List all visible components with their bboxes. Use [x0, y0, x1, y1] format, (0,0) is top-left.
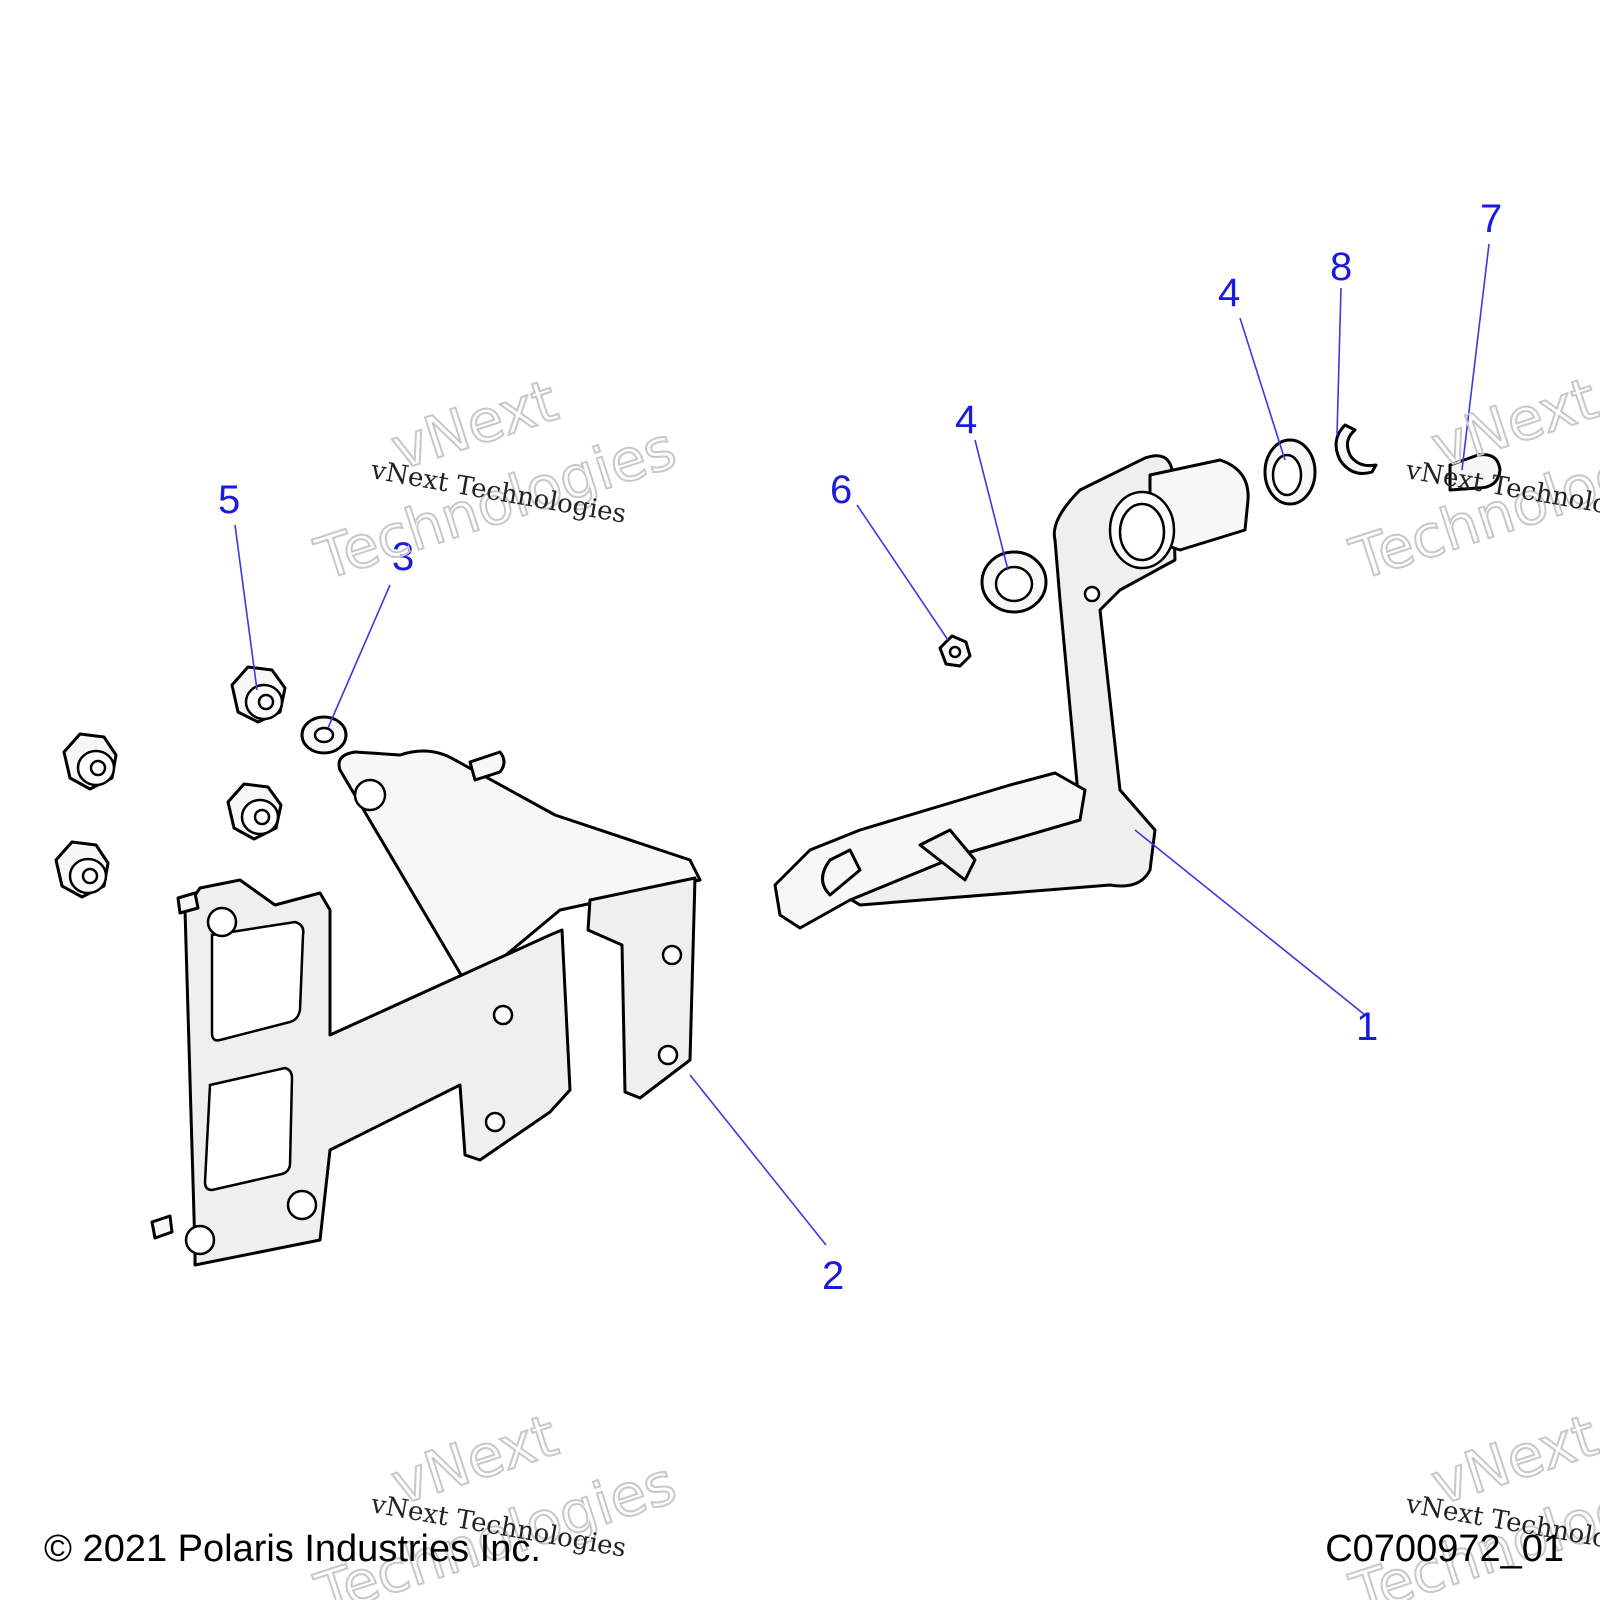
flange-nut	[62, 732, 118, 791]
callout-4-right: 4	[1218, 271, 1240, 315]
lock-washer	[300, 715, 348, 755]
flange-nut	[230, 665, 287, 724]
callout-1: 1	[1356, 1005, 1378, 1049]
e-clip	[1334, 423, 1378, 475]
bushing	[1263, 438, 1317, 506]
small-nut	[938, 634, 972, 668]
callout-4-left: 4	[955, 398, 977, 442]
bushing	[980, 550, 1048, 614]
callout-2: 2	[822, 1254, 844, 1298]
copyright-text: © 2021 Polaris Industries Inc.	[44, 1528, 541, 1570]
callout-5: 5	[218, 478, 240, 522]
figure-code: C0700972_01	[1325, 1528, 1564, 1570]
flange-nut	[226, 782, 283, 841]
callout-labels: 1 2 3 4 4 5 6 7 8	[218, 197, 1502, 1298]
brake-pedal	[773, 454, 1250, 930]
callout-6: 6	[830, 468, 852, 512]
callout-3: 3	[392, 535, 414, 579]
flange-nut	[54, 840, 110, 899]
leader-lines	[234, 243, 1490, 1246]
watermark-top-left: vNext Technologies vNext Technologies	[306, 365, 684, 594]
hardware	[54, 423, 1502, 899]
callout-7: 7	[1480, 197, 1502, 241]
callout-8: 8	[1330, 245, 1352, 289]
mounting-bracket	[150, 749, 702, 1267]
